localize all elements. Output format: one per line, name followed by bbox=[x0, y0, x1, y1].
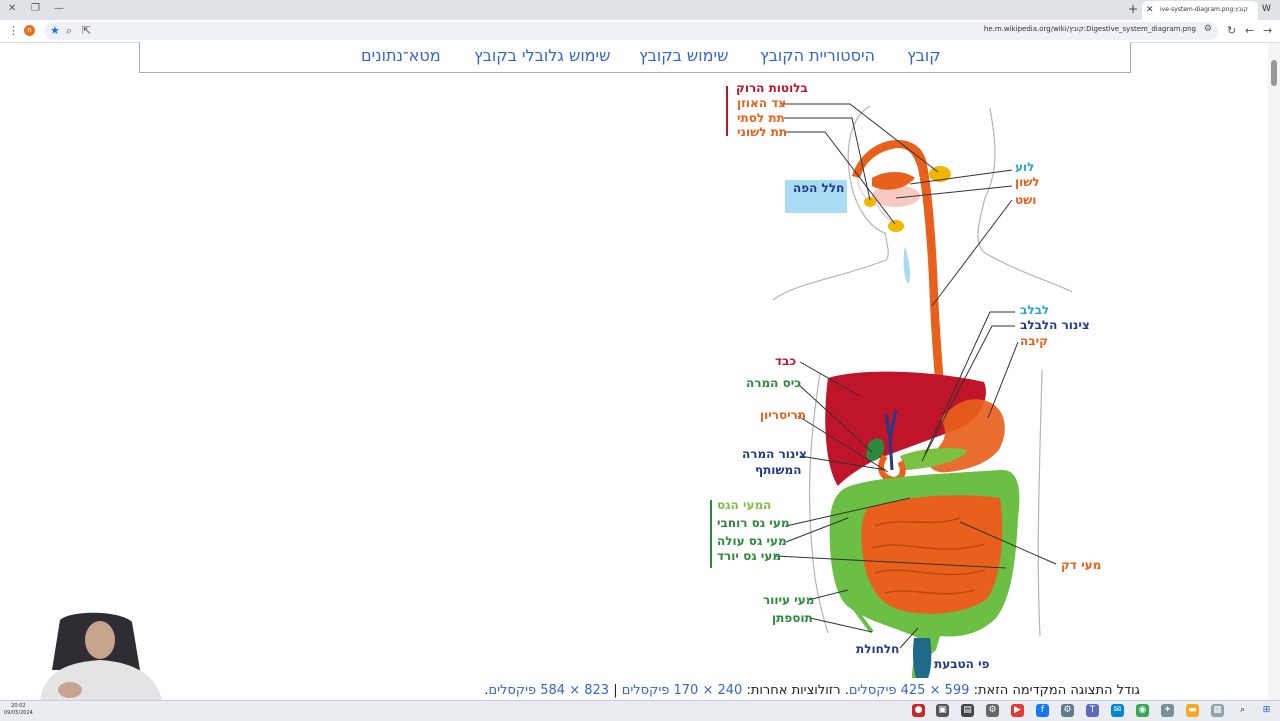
tab-title: ive-system-diagram.png:קובץ bbox=[1160, 6, 1248, 13]
bookmark-star-icon[interactable]: ★ bbox=[50, 24, 60, 37]
preview-size-info: גודל התצוגה המקדימה הזאת: 599 × 425 פיקס… bbox=[484, 683, 1140, 698]
label-esophagus: ושט bbox=[1015, 193, 1037, 207]
label-cecum: מעי עיוור bbox=[763, 593, 815, 607]
address-bar[interactable]: ★ ⌕ ⇱ he.m.wikipedia.org/wiki/קובץ:Diges… bbox=[44, 22, 1218, 40]
url-text: he.m.wikipedia.org/wiki/קובץ:Digestive_s… bbox=[983, 25, 1196, 33]
label-anus: פי הטבעת bbox=[934, 657, 990, 671]
close-window-icon[interactable]: ✕ bbox=[8, 3, 17, 14]
search-icon[interactable]: ⌕ bbox=[1239, 705, 1246, 715]
minimize-window-icon[interactable]: — bbox=[54, 3, 64, 14]
label-rectum: חלחולת bbox=[856, 642, 900, 656]
label-tongue: לשון bbox=[1015, 175, 1040, 189]
start-menu-icon[interactable]: ⊞ bbox=[1262, 705, 1271, 715]
youtube-app-icon[interactable]: ▶ bbox=[1011, 704, 1024, 717]
label-descending-colon: מעי גס יורד bbox=[717, 549, 782, 563]
menu-dots-icon[interactable]: ⋮ bbox=[8, 24, 19, 37]
salivary-bracket bbox=[726, 86, 728, 136]
label-large-intestine: המעי הגס bbox=[717, 498, 772, 512]
media-app-icon[interactable]: ▤ bbox=[961, 704, 974, 717]
page-scrollbar[interactable] bbox=[1268, 43, 1280, 700]
tab-file[interactable]: קובץ bbox=[907, 46, 941, 65]
clock-date: 09/05/2024 bbox=[4, 710, 33, 716]
mail-app-icon[interactable]: ✉ bbox=[1111, 704, 1124, 717]
anatomy-drawing bbox=[772, 103, 1073, 678]
folder-app-icon[interactable]: ▬ bbox=[1186, 704, 1199, 717]
browser-titlebar: ✕ ❐ — + ✕ ive-system-diagram.png:קובץ W bbox=[0, 0, 1280, 20]
label-transverse-colon: מעי גס רוחבי bbox=[717, 516, 790, 530]
forward-icon[interactable]: ← bbox=[1245, 24, 1255, 37]
browser-tab[interactable]: ✕ ive-system-diagram.png:קובץ bbox=[1142, 1, 1258, 20]
colon-bracket bbox=[710, 500, 712, 568]
label-bile-duct-1: צינור המרה bbox=[742, 447, 807, 461]
res-separator: | bbox=[613, 683, 618, 698]
label-submandibular: תת לסתי bbox=[737, 111, 785, 125]
file-tabs-bar: קובץ היסטוריית הקובץ שימוש בקובץ שימוש ג… bbox=[139, 42, 1131, 73]
teams-app-icon[interactable]: T bbox=[1086, 704, 1099, 717]
zoom-icon[interactable]: ⌕ bbox=[66, 24, 73, 37]
chrome-app-icon[interactable]: ◉ bbox=[1136, 704, 1149, 717]
res-240-link[interactable]: 240 × 170 פיקסלים bbox=[621, 683, 743, 698]
label-small-intestine: מעי דק bbox=[1061, 558, 1102, 572]
label-pancreatic-duct: צינור הלבלב bbox=[1020, 318, 1090, 332]
clock-time: 20:02 bbox=[11, 703, 26, 709]
tab-global-usage[interactable]: שימוש גלובלי בקובץ bbox=[474, 46, 611, 65]
close-tab-icon[interactable]: ✕ bbox=[1146, 5, 1154, 15]
label-stomach: קיבה bbox=[1020, 334, 1048, 348]
label-duodenum: תריסריון bbox=[760, 408, 807, 422]
label-salivary-glands: בלוטות הרוק bbox=[736, 81, 808, 95]
preview-size-prefix: גודל התצוגה המקדימה הזאת: bbox=[973, 683, 1140, 698]
label-ascending-colon: מעי גס עולה bbox=[717, 534, 787, 548]
restore-window-icon[interactable]: ❐ bbox=[31, 3, 40, 14]
label-bile-duct-2: המשותף bbox=[755, 463, 802, 477]
share-icon[interactable]: ⇱ bbox=[82, 24, 92, 37]
tools-app-icon[interactable]: ✦ bbox=[1161, 704, 1174, 717]
site-settings-icon[interactable]: ⚙ bbox=[1203, 24, 1212, 34]
settings-app-icon[interactable]: ⚙ bbox=[986, 704, 999, 717]
tab-file-usage[interactable]: שימוש בקובץ bbox=[639, 46, 729, 65]
label-gallbladder: כיס המרה bbox=[746, 376, 802, 390]
label-liver: כבד bbox=[775, 354, 797, 368]
footer-end: . bbox=[484, 683, 489, 698]
oral-cavity-box bbox=[785, 180, 847, 213]
facebook-app-icon[interactable]: f bbox=[1036, 704, 1049, 717]
taskbar-clock: 20:02 09/05/2024 bbox=[4, 703, 33, 717]
wikipedia-favicon-icon: W bbox=[1262, 4, 1271, 14]
presenter-video bbox=[0, 600, 165, 700]
preview-size-link[interactable]: 599 × 425 פיקסלים bbox=[848, 683, 970, 698]
new-tab-icon[interactable]: + bbox=[1128, 2, 1139, 16]
label-pancreas: לבלב bbox=[1020, 303, 1050, 317]
label-pharynx: לוע bbox=[1015, 160, 1035, 174]
widgets-app-icon[interactable]: ▦ bbox=[1211, 704, 1224, 717]
res-823-link[interactable]: 823 × 584 פיקסלים bbox=[488, 683, 610, 698]
label-parotid: צד האוזן bbox=[737, 96, 787, 110]
gear-app-icon[interactable]: ⚙ bbox=[1061, 704, 1074, 717]
back-icon[interactable]: → bbox=[1263, 24, 1273, 37]
terminal-app-icon[interactable]: ▣ bbox=[936, 704, 949, 717]
label-sublingual: תת לשוני bbox=[737, 125, 788, 139]
reload-icon[interactable]: ↻ bbox=[1227, 24, 1237, 37]
label-appendix: תוספתן bbox=[772, 611, 813, 625]
tab-file-history[interactable]: היסטוריית הקובץ bbox=[760, 46, 875, 65]
digestive-system-diagram[interactable]: בלוטות הרוק צד האוזן תת לסתי תת לשוני חל… bbox=[700, 78, 1120, 682]
os-taskbar: 20:02 09/05/2024 ● ▣ ▤ ⚙ ▶ f ⚙ T ✉ ◉ ✦ ▬… bbox=[0, 700, 1280, 721]
scrollbar-thumb[interactable] bbox=[1271, 60, 1277, 86]
extension-icon[interactable]: n bbox=[24, 25, 35, 36]
recorder-app-icon[interactable]: ● bbox=[912, 704, 925, 717]
other-res-text: . רזולוציות אחרות: bbox=[746, 683, 849, 698]
browser-toolbar: ⋮ n ★ ⌕ ⇱ he.m.wikipedia.org/wiki/קובץ:D… bbox=[0, 20, 1280, 43]
tab-metadata[interactable]: מטא־נתונים bbox=[361, 46, 441, 65]
label-oral-cavity: חלל הפה bbox=[793, 181, 845, 195]
webcam-overlay bbox=[0, 600, 165, 700]
